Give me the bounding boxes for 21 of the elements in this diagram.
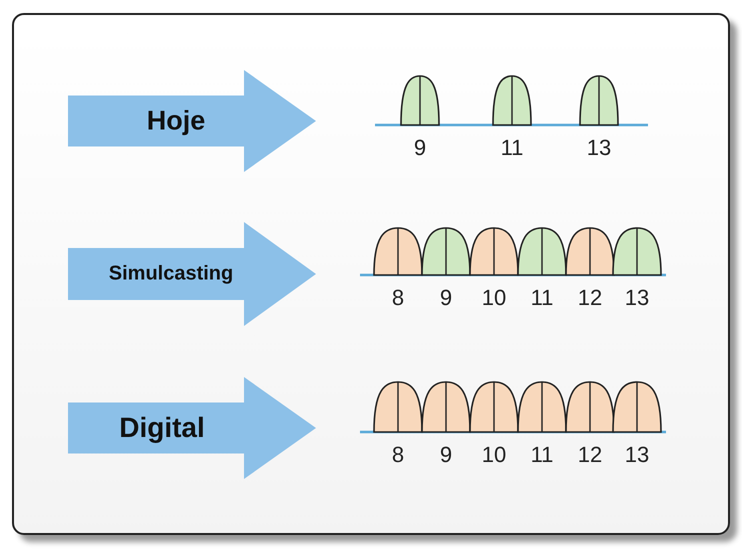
- block-arrow: [68, 222, 316, 326]
- channel-number: 8: [392, 444, 404, 466]
- channel-number: 13: [624, 287, 650, 309]
- channel-number: 9: [414, 137, 426, 159]
- channel-number: 11: [530, 444, 554, 466]
- channel-number: 9: [440, 287, 452, 309]
- channel-number: 12: [578, 444, 602, 466]
- arrow-label: Hoje: [146, 106, 206, 136]
- channel-number: 11: [500, 137, 524, 159]
- channel-number: 12: [578, 287, 602, 309]
- block-arrow: [68, 70, 316, 172]
- block-arrow: [68, 377, 316, 479]
- channel-number: 8: [392, 287, 404, 309]
- arrow-label: Simulcasting: [108, 262, 234, 286]
- arrow-label: Digital: [119, 412, 205, 444]
- channel-number: 9: [440, 444, 452, 466]
- channel-number: 10: [482, 287, 506, 309]
- channel-number: 13: [624, 444, 650, 466]
- channel-number: 13: [586, 137, 612, 159]
- channel-number: 10: [482, 444, 506, 466]
- channel-number: 11: [530, 287, 554, 309]
